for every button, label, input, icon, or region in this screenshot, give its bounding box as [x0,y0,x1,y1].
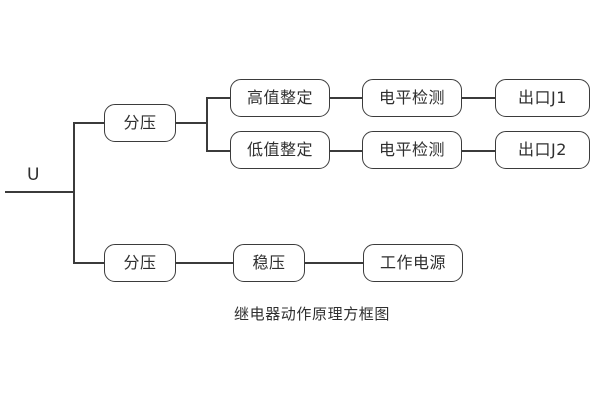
node-label-low-setting: 低值整定 [246,140,313,159]
wire-high-to-detect1 [329,97,363,99]
wire-trunk-to-divider-bot [73,262,106,264]
node-label-level-detect-1: 电平检测 [378,88,445,107]
node-working-supply[interactable]: 工作电源 [363,244,463,282]
node-label-regulator: 稳压 [252,253,286,272]
diagram-caption: 继电器动作原理方框图 [234,305,391,323]
wire-divider-to-branch [175,122,208,124]
wire-regulator-to-supply [304,262,364,264]
node-output-j2[interactable]: 出口J2 [495,131,590,169]
wire-input-line [5,191,75,193]
node-divider-signal[interactable]: 分压 [104,104,176,142]
wire-divider-to-regulator [175,262,234,264]
wire-branch-vertical [206,97,208,151]
node-label-high-setting: 高值整定 [246,88,313,107]
node-label-divider-power: 分压 [123,253,157,272]
wire-detect2-to-j2 [461,150,496,152]
node-high-setting[interactable]: 高值整定 [230,79,330,117]
node-label-divider-signal: 分压 [123,113,157,132]
node-output-j1[interactable]: 出口J1 [495,79,590,117]
node-level-detect-1[interactable]: 电平检测 [362,79,462,117]
wire-trunk-to-divider-top [73,122,106,124]
wire-branch-to-high [206,97,232,99]
node-label-output-j2: 出口J2 [518,140,567,159]
wire-detect1-to-j1 [461,97,496,99]
wire-low-to-detect2 [329,150,363,152]
node-regulator[interactable]: 稳压 [233,244,305,282]
node-label-working-supply: 工作电源 [379,253,446,272]
wire-branch-to-low [206,150,232,152]
input-voltage-label: U [27,165,40,185]
node-label-level-detect-2: 电平检测 [378,140,445,159]
node-low-setting[interactable]: 低值整定 [230,131,330,169]
wire-trunk-vertical [73,122,75,264]
node-level-detect-2[interactable]: 电平检测 [362,131,462,169]
node-label-output-j1: 出口J1 [518,88,567,107]
node-divider-power[interactable]: 分压 [104,244,176,282]
